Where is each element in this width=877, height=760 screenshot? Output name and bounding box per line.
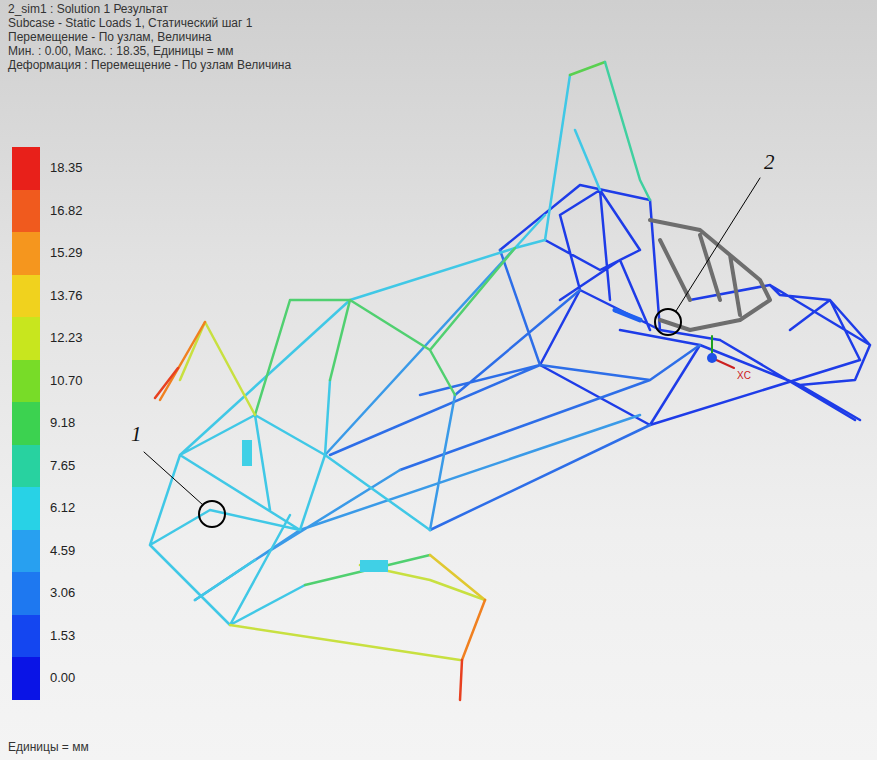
pedal-part: [242, 440, 252, 466]
scale-value: 1.53: [50, 628, 75, 644]
frame-tubes-rear: [500, 185, 870, 425]
scale-value: 16.82: [50, 203, 83, 219]
frame-front-orange: [160, 322, 485, 660]
frame-hoop: [570, 62, 605, 75]
header-line: 2_sim1 : Solution 1 Результат: [8, 2, 168, 16]
mounted-part: [650, 220, 770, 330]
color-scale-swatch: [12, 657, 40, 700]
color-scale-swatch: [12, 445, 40, 488]
leader-line: [676, 178, 760, 311]
scale-value: 15.29: [50, 245, 83, 261]
axis-label: XC: [737, 370, 751, 381]
color-scale-swatch: [12, 317, 40, 360]
color-scale-swatch: [12, 572, 40, 615]
frame-tubes-cyan: [150, 75, 600, 625]
frame-hoop-brace: [605, 62, 650, 200]
header-line: Subcase - Static Loads 1, Статический ша…: [8, 16, 252, 30]
scale-value: 10.70: [50, 373, 83, 389]
color-scale-swatch: [12, 402, 40, 445]
color-scale-swatch: [12, 615, 40, 658]
color-scale-swatch: [12, 360, 40, 403]
callout-number: 1: [131, 422, 142, 447]
scale-value: 13.76: [50, 288, 83, 304]
scale-value: 7.65: [50, 458, 75, 474]
color-scale-swatch: [12, 190, 40, 233]
color-scale-swatch: [12, 530, 40, 573]
header-line: Мин. : 0.00, Макс. : 18.35, Единицы = мм: [8, 44, 234, 58]
callout-number: 2: [764, 150, 775, 175]
frame-tubes-light: [195, 248, 640, 600]
steering-part: [360, 560, 388, 572]
scale-value: 0.00: [50, 670, 75, 686]
frame-front-yellow2: [430, 555, 485, 600]
color-scale-swatch: [12, 147, 40, 190]
scale-value: 4.59: [50, 543, 75, 559]
callout-circle: [655, 309, 681, 335]
frame-tubes-green: [255, 248, 515, 585]
scale-value: 3.06: [50, 585, 75, 601]
scale-value: 6.12: [50, 500, 75, 516]
scale-value: 9.18: [50, 415, 75, 431]
color-scale-swatch: [12, 232, 40, 275]
scale-value: 12.23: [50, 330, 83, 346]
color-scale-swatch: [12, 487, 40, 530]
frame-front-red: [155, 368, 462, 700]
scale-value: 18.35: [50, 160, 83, 176]
frame-front-yellow: [180, 322, 485, 660]
header-line: Перемещение - По узлам, Величина: [8, 30, 211, 44]
header-line: Деформация : Перемещение - По узлам Вели…: [8, 58, 291, 72]
color-scale-swatch: [12, 275, 40, 318]
axis-origin: [707, 353, 717, 363]
load-arrow: [615, 310, 640, 320]
leader-line: [144, 452, 203, 505]
units-note: Единицы = мм: [8, 740, 89, 754]
